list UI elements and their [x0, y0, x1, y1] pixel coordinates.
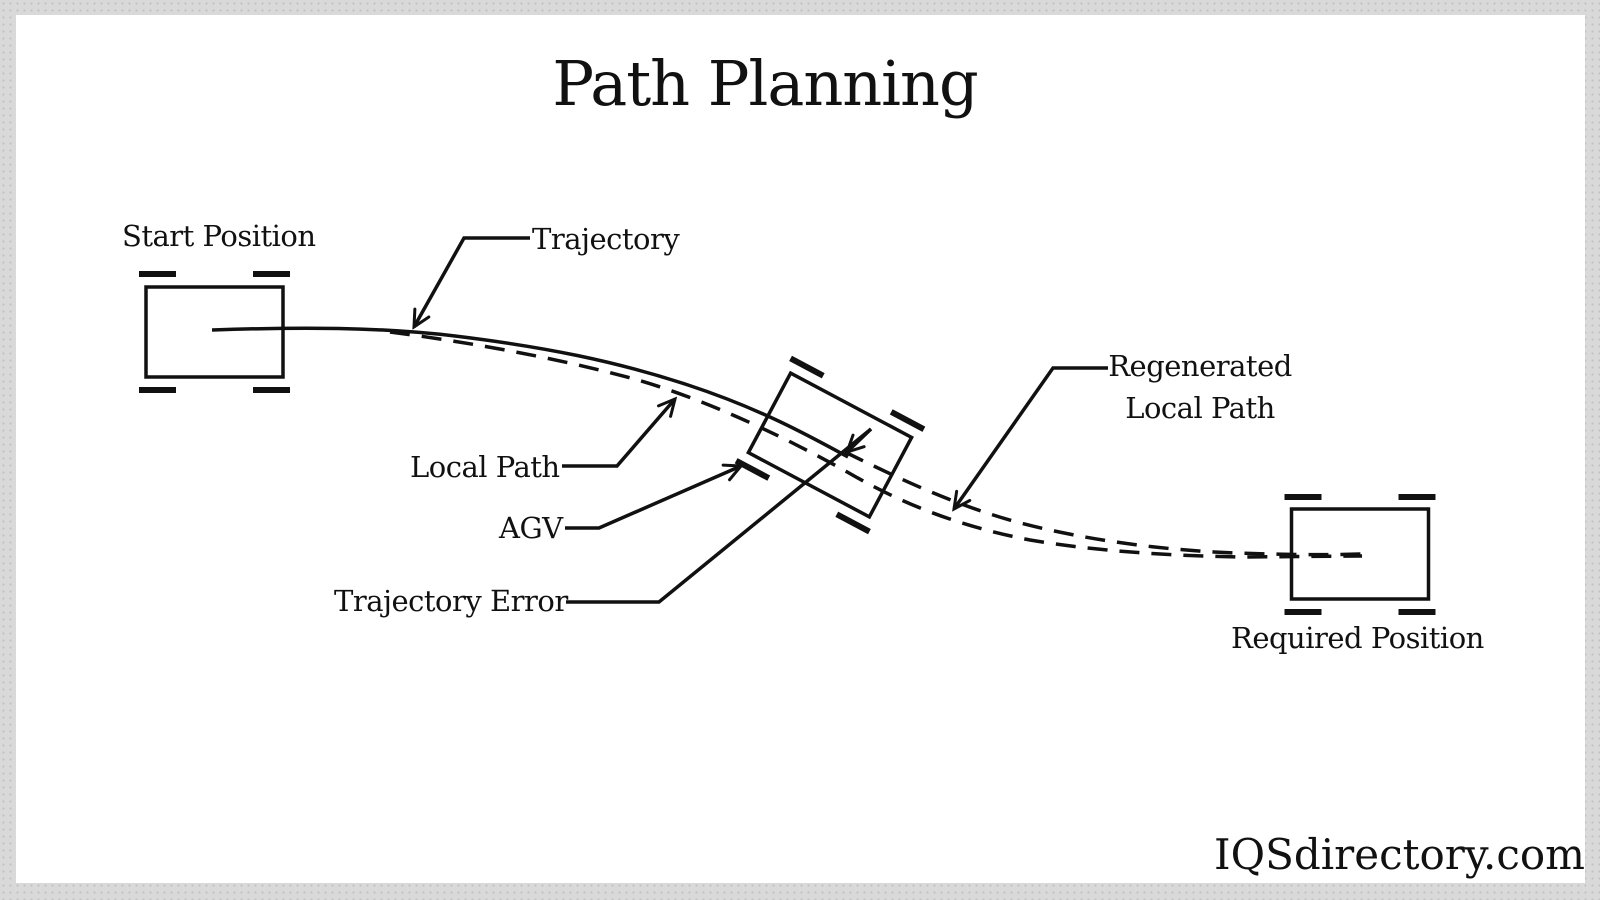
required-position-label: Required Position	[1231, 621, 1484, 655]
agv-vehicle-body	[746, 370, 914, 520]
local-path-leader-line	[562, 399, 675, 468]
trajectory-curve	[211, 326, 849, 459]
trajectory-label: Trajectory	[532, 222, 680, 256]
watermark: IQSdirectory.com	[1214, 830, 1585, 879]
regenerated-local-path-label-line1: Regenerated	[1108, 349, 1292, 383]
required-vehicle	[1284, 494, 1436, 615]
trajectory-leader-line	[414, 236, 530, 327]
agv-vehicle	[734, 355, 926, 535]
diagram-canvas	[16, 15, 1585, 883]
regenerated-leader-line	[954, 366, 1108, 509]
wheel	[734, 458, 771, 481]
regenerated-local-path-label-line2: Local Path	[1125, 391, 1275, 425]
regenerated-local-path-label: Regenerated Local Path	[1108, 345, 1292, 429]
agv-leader-line	[565, 466, 741, 530]
local-path-curve	[389, 330, 1363, 559]
page-title: Path Planning	[552, 47, 978, 120]
start-position-label: Start Position	[122, 219, 316, 253]
start-vehicle-body	[144, 285, 285, 379]
trajectory-error-label: Trajectory Error	[334, 584, 568, 618]
wheel	[789, 355, 825, 379]
trajectory-error-arrow	[847, 427, 873, 452]
wheel	[835, 511, 871, 535]
start-vehicle	[139, 271, 290, 393]
required-vehicle-body	[1289, 507, 1431, 601]
regenerated-local-path-curve	[844, 450, 1363, 557]
agv-label: AGV	[499, 511, 563, 545]
local-path-label: Local Path	[410, 450, 560, 484]
wheel	[889, 409, 926, 432]
trajectory-error-leader-line	[566, 427, 873, 604]
